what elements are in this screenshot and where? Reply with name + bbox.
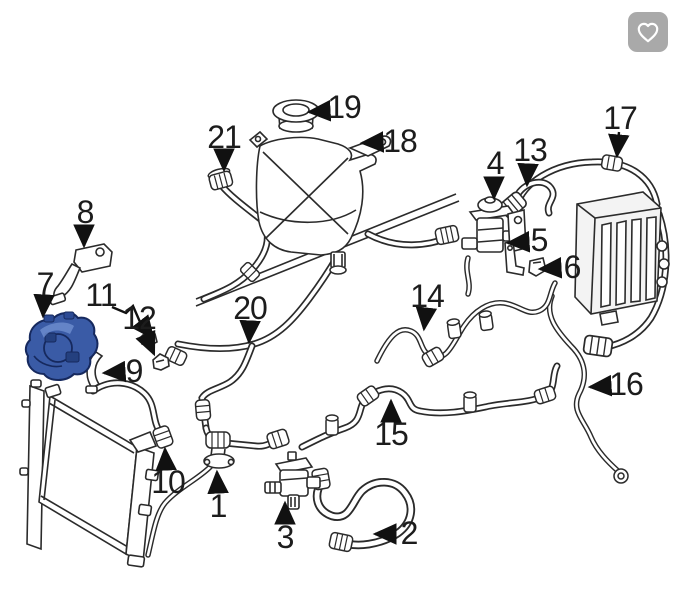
callout-19-label: 19 xyxy=(327,89,362,125)
callout-17-label: 17 xyxy=(603,100,638,136)
callout-20-label: 20 xyxy=(233,290,268,326)
expansion-tank xyxy=(248,99,392,275)
clamp-11 xyxy=(152,353,170,371)
valve-3 xyxy=(264,451,321,510)
clip-6 xyxy=(528,257,547,277)
radiator xyxy=(19,379,160,568)
callout-6-label: 6 xyxy=(563,249,582,285)
callout-18-label: 18 xyxy=(383,123,418,159)
callout-9-label: 9 xyxy=(125,353,144,389)
callout-1-label: 1 xyxy=(209,488,228,524)
callout-4-label: 4 xyxy=(486,145,505,181)
callout-5-label: 5 xyxy=(530,222,549,258)
callout-2-label: 2 xyxy=(400,515,419,551)
water-pump-7-highlighted xyxy=(24,311,99,381)
callout-10-label: 10 xyxy=(151,464,186,500)
callout-16-label: 16 xyxy=(609,366,644,402)
callout-13-label: 13 xyxy=(513,132,548,168)
favorite-button[interactable] xyxy=(628,12,668,52)
callout-15-label: 15 xyxy=(374,416,409,452)
callout-arrows xyxy=(33,99,630,545)
bracket-8 xyxy=(48,243,113,306)
callout-21-label: 21 xyxy=(207,119,242,155)
callout-8-label: 8 xyxy=(76,194,95,230)
callout-14-label: 14 xyxy=(410,278,445,314)
cooler-unit xyxy=(574,191,670,326)
flange-1 xyxy=(203,447,235,469)
heart-icon xyxy=(637,22,659,43)
callout-7-label: 7 xyxy=(36,266,55,302)
callout-3-label: 3 xyxy=(276,519,295,555)
hose-fittings xyxy=(152,154,629,553)
callout-12-label: 12 xyxy=(122,300,157,336)
callout-11-label: 11 xyxy=(85,277,117,313)
